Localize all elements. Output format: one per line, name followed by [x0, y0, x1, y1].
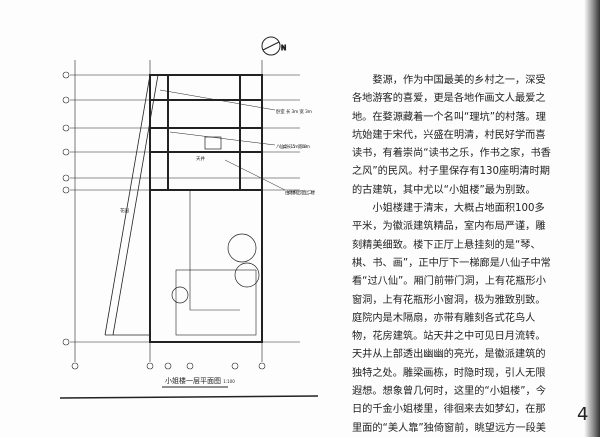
label-garden: 花园 [120, 207, 129, 214]
table-icon [204, 136, 222, 150]
label-stair: 由此楼梯上可直上二楼 [285, 189, 316, 196]
compass-label: N [281, 44, 286, 52]
grid-axes [62, 60, 300, 370]
body-text: 婺源，作为中国最美的乡村之一，深受各地游客的喜爱，更是各地作画文人最爱之地。在婺… [352, 72, 552, 437]
page-number: 4 [577, 404, 589, 425]
walkway [189, 190, 240, 311]
paragraph: 小姐楼建于清末，大概占地面积100多平米，为徽派建筑精品，室内布局严谨，雕刻精美… [352, 203, 551, 434]
page-edge [59, 395, 319, 399]
page-shadow [584, 0, 600, 437]
label-bedroom: 卧室 长 3m 宽 3m [276, 108, 312, 115]
tree-icon [227, 233, 257, 263]
plan-title: 小姐楼一层平面图 1:100 [165, 376, 235, 385]
paragraph: 婺源，作为中国最美的乡村之一，深受各地游客的喜爱，更是各地作画文人最爱之地。在婺… [352, 75, 551, 196]
tree-icon [234, 262, 260, 288]
garden-area [175, 269, 257, 336]
stair [104, 74, 159, 336]
floor-plan-drawing: N 卧室 长 3m 宽 3m 八仙桌 长 1.5m 宽 0.8m 由此楼梯上可直… [59, 36, 319, 399]
compass-icon [261, 36, 281, 56]
tree-icon [171, 286, 189, 304]
label-courtyard: 天井 [196, 155, 205, 162]
building-walls [149, 74, 263, 343]
label-table: 八仙桌 长 1.5m 宽 0.8m [276, 143, 310, 150]
